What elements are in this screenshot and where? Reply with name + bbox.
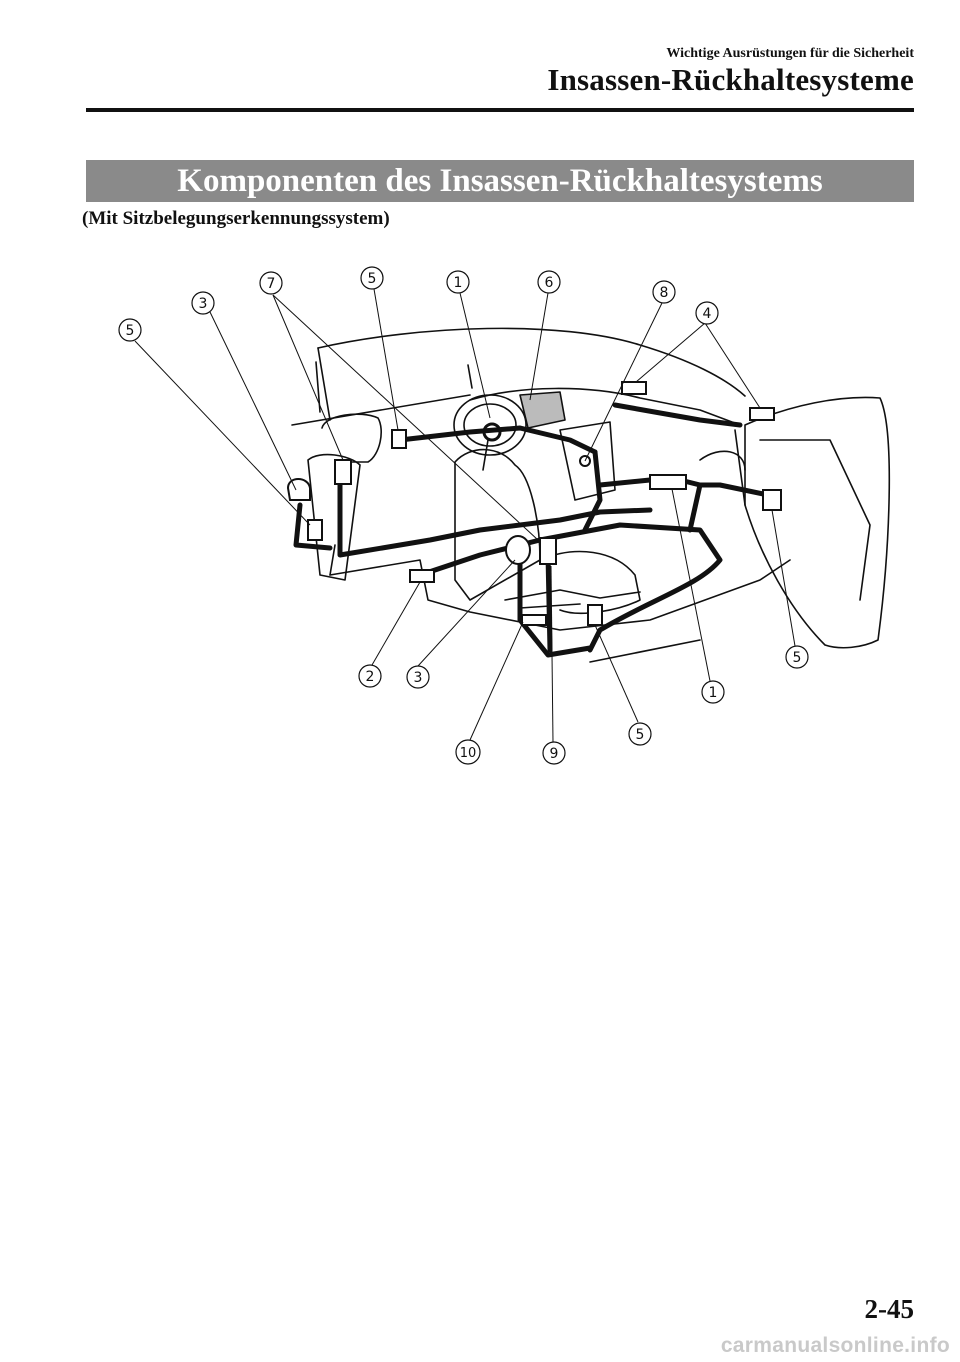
callout-7: 7 — [259, 271, 283, 295]
callout-4-text: 4 — [703, 306, 712, 322]
callout-9-text: 9 — [550, 746, 559, 762]
callout-10: 10 — [455, 739, 481, 765]
running-header-section: Wichtige Ausrüstungen für die Sicherheit — [666, 46, 914, 61]
section-title: Komponenten des Insassen-Rückhaltesystem… — [177, 162, 823, 199]
callout-labels: 7 5 1 6 3 8 4 5 2 3 5 1 5 10 9 — [118, 266, 809, 765]
callout-1-bottom: 1 — [701, 680, 725, 704]
vehicle-outline — [291, 327, 891, 663]
callout-5-left: 5 — [118, 318, 142, 342]
callout-3-bottom: 3 — [406, 665, 430, 689]
callout-8-text: 8 — [660, 285, 669, 301]
callout-10-text: 10 — [460, 746, 477, 761]
callout-7-text: 7 — [267, 276, 276, 292]
wiring-harness — [293, 402, 771, 658]
watermark: carmanualsonline.info — [720, 1334, 950, 1357]
callout-5-bottom: 5 — [628, 722, 652, 746]
callout-3-top-text: 3 — [199, 296, 208, 312]
callout-4: 4 — [695, 301, 719, 325]
callout-5-left-text: 5 — [126, 323, 135, 339]
callout-3-bottom-text: 3 — [414, 670, 423, 686]
running-header-chapter: Insassen-Rückhaltesysteme — [547, 62, 914, 97]
callout-3-top: 3 — [191, 291, 215, 315]
callout-5-top-text: 5 — [368, 271, 377, 287]
callout-1-bottom-text: 1 — [709, 685, 718, 701]
callout-2: 2 — [358, 664, 382, 688]
leader-lines — [134, 288, 796, 743]
callout-5-top: 5 — [360, 266, 384, 290]
callout-5-right: 5 — [785, 645, 809, 669]
callout-6-text: 6 — [545, 275, 554, 291]
callout-1-top-text: 1 — [454, 275, 463, 291]
callout-5-right-text: 5 — [793, 650, 802, 666]
callout-8: 8 — [652, 280, 676, 304]
header-rule — [86, 108, 914, 112]
page-number: 2-45 — [864, 1294, 915, 1324]
callout-6: 6 — [537, 270, 561, 294]
component-modules — [286, 381, 782, 626]
callout-1-top: 1 — [446, 270, 470, 294]
callout-2-text: 2 — [366, 669, 375, 685]
callout-5-bottom-text: 5 — [636, 727, 645, 743]
subtitle: (Mit Sitzbelegungserkennungssystem) — [82, 208, 390, 229]
callout-9: 9 — [542, 741, 566, 765]
airbag-components-diagram: 7 5 1 6 3 8 4 5 2 3 5 1 5 10 9 — [118, 266, 891, 765]
section-title-bar: Komponenten des Insassen-Rückhaltesystem… — [86, 160, 914, 202]
